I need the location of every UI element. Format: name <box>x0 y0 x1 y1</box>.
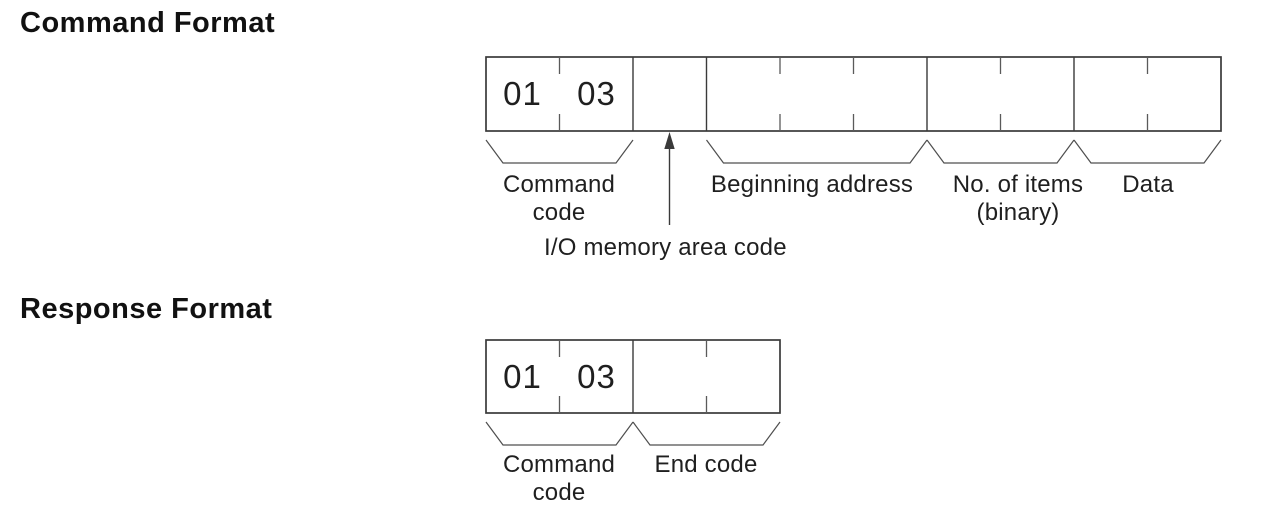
command-code-label-line1: Command <box>502 171 616 198</box>
response-command-code-label-line1: Command <box>502 451 616 478</box>
beginning-address-label: Beginning address <box>710 171 914 198</box>
command-format-heading: Command Format <box>20 7 276 39</box>
no-of-items-label: No. of items (binary) <box>918 171 1118 227</box>
end-code-brace <box>632 421 781 446</box>
command-byte-1: 01 <box>503 75 542 112</box>
command-frame-byte-ticks <box>558 57 1149 131</box>
command-frame <box>485 56 1222 225</box>
data-brace <box>1073 139 1222 164</box>
command-code-label-line2: code <box>532 199 586 226</box>
response-frame-byte-ticks <box>558 340 708 413</box>
no-of-items-label-line1: No. of items <box>952 171 1084 198</box>
response-frame <box>485 339 781 446</box>
io-memory-area-code-arrow <box>664 132 675 225</box>
command-frame-group-dividers <box>632 57 1075 131</box>
io-memory-area-code-label: I/O memory area code <box>544 234 787 261</box>
end-code-label: End code <box>654 451 758 478</box>
command-code-brace <box>485 139 634 164</box>
beginning-address-brace <box>706 139 928 164</box>
no-of-items-label-line2: (binary) <box>976 199 1060 226</box>
response-command-code-label: Command code <box>459 451 659 507</box>
no-of-items-brace <box>926 139 1075 164</box>
command-code-label: Command code <box>459 171 659 227</box>
data-label: Data <box>1122 171 1174 198</box>
response-format-heading: Response Format <box>20 293 273 325</box>
response-byte-1: 01 <box>503 358 542 395</box>
response-byte-2: 03 <box>577 358 616 395</box>
command-byte-2: 03 <box>577 75 616 112</box>
arrow-head-icon <box>664 132 675 149</box>
response-command-code-label-line2: code <box>532 479 586 506</box>
response-command-code-brace <box>485 421 634 446</box>
